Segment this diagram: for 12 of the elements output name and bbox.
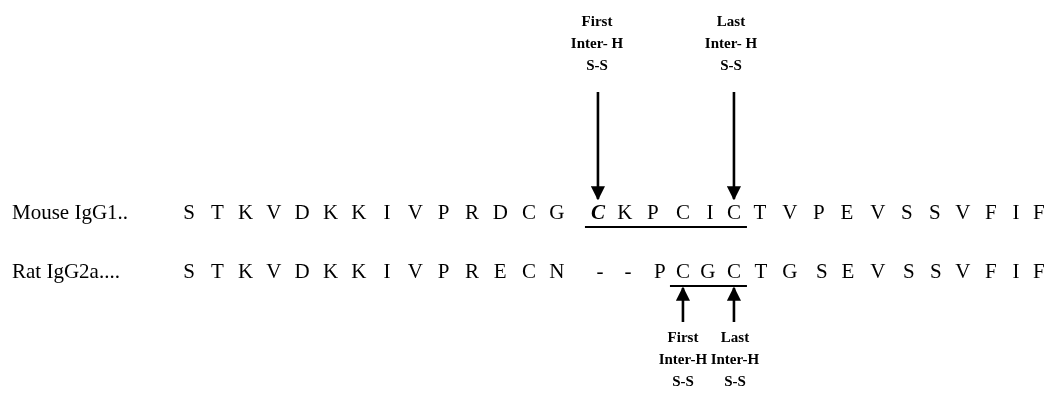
sequence-name: Rat IgG2a.... [12,258,120,284]
amino-acid-sequence: S T K V D K K I V P R E C N - - P C G C T G S E V S S V F I F [179,258,1049,284]
leader-arrow [675,286,691,322]
leader-arrow [590,92,606,201]
leader-arrow [726,286,742,322]
annotation-text: Last Inter-H S-S [709,326,761,392]
amino-acid-sequence: S T K V D K K I V P R D C G C K P C I C T V P E V S S V F I F [179,199,1049,225]
leader-arrow [726,92,742,201]
annotation-text: First Inter-H S-S [657,326,709,392]
annotation-text: Last Inter- H S-S [698,10,764,76]
annotation-text: First Inter- H S-S [564,10,630,76]
sequence-name: Mouse IgG1.. [12,199,129,225]
